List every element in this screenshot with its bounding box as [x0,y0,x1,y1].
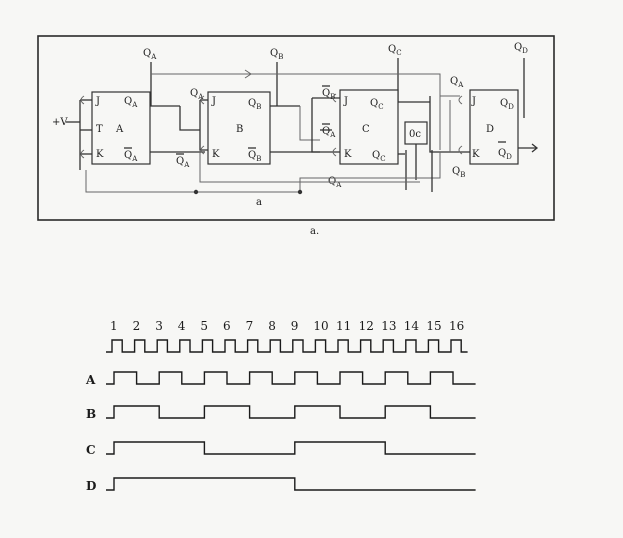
label-qa-to-d: QA [450,76,464,89]
ffb-qbar: QB [248,150,261,163]
ffc-q: QC [370,98,384,111]
ffa-qbar: QA [124,150,138,163]
output-label-qd: QD [514,42,528,55]
row-label-a: A [85,373,96,387]
pulse-number-7: 7 [246,319,254,333]
ffb-name: B [236,124,243,135]
ffc-qbar: QC [372,150,386,163]
pulse-number-2: 2 [133,319,141,333]
pulse-number-12: 12 [359,319,374,333]
ffa-t: T [96,124,103,135]
ffa-q: QA [124,96,138,109]
ffd-qbar: QD [498,148,512,161]
flipflop-c: J K C QC QC [339,89,399,165]
flipflop-b: J K B QB QB [207,91,271,165]
inverter-label: 0c [409,129,421,140]
ffa-k: K [96,149,104,160]
circuit-caption: a. [310,226,319,237]
row-label-d: D [86,479,96,493]
label-qabar-to-b: QA [176,156,190,169]
label-qb-to-d: QB [452,166,465,179]
ffd-j: J [471,96,476,107]
ffd-name: D [486,124,494,135]
label-qabar-to-c: QA [322,126,336,139]
waveform-c [106,441,476,455]
pulse-number-16: 16 [449,319,464,333]
row-label-c: C [86,443,96,457]
circuit-schematic: QA QB QC QD J T K A QA QA +V [37,35,555,221]
flipflop-d: J K D QD QD [469,89,519,165]
ffc-j: J [343,96,348,107]
junction-dot [297,189,303,195]
clock-waveform [106,339,468,353]
pulse-number-9: 9 [291,319,299,333]
pulse-number-15: 15 [426,319,441,333]
ffd-q: QD [500,98,514,111]
pulse-number-8: 8 [268,319,276,333]
output-label-qb: QB [270,48,283,61]
ffa-name: A [115,124,124,135]
vcc-label: +V [52,117,68,128]
ffc-name: C [362,124,370,135]
circuit-frame [37,35,555,221]
wire-top-bus [151,73,460,97]
waveform-rows: A B C D [85,371,476,493]
pulse-number-3: 3 [155,319,163,333]
ffc-k: K [344,149,352,160]
waveform-b [106,405,476,419]
junction-dot [193,189,199,195]
ffb-k: K [212,149,220,160]
label-qa-to-b: QA [190,88,204,101]
waveform-d [106,477,476,491]
row-label-b: B [86,407,96,421]
waveform-a [106,371,476,385]
flipflop-a: J T K A QA QA [91,91,151,165]
pulse-number-14: 14 [404,319,420,333]
output-label-qc: QC [388,44,402,57]
top-bus-arrow [244,69,252,79]
pulse-number-5: 5 [200,319,208,333]
ffa-j: J [95,96,100,107]
clock-bus-label: a [256,197,262,208]
pulse-number-10: 10 [313,319,328,333]
pulse-number-1: 1 [110,319,118,333]
pulse-number-6: 6 [223,319,231,333]
pulse-number-4: 4 [178,319,186,333]
ffb-q: QB [248,98,261,111]
output-label-qa: QA [143,48,157,61]
pulse-number-13: 13 [381,319,396,333]
ffd-k: K [472,149,480,160]
pulse-number-11: 11 [336,319,351,333]
ffb-j: J [211,96,216,107]
